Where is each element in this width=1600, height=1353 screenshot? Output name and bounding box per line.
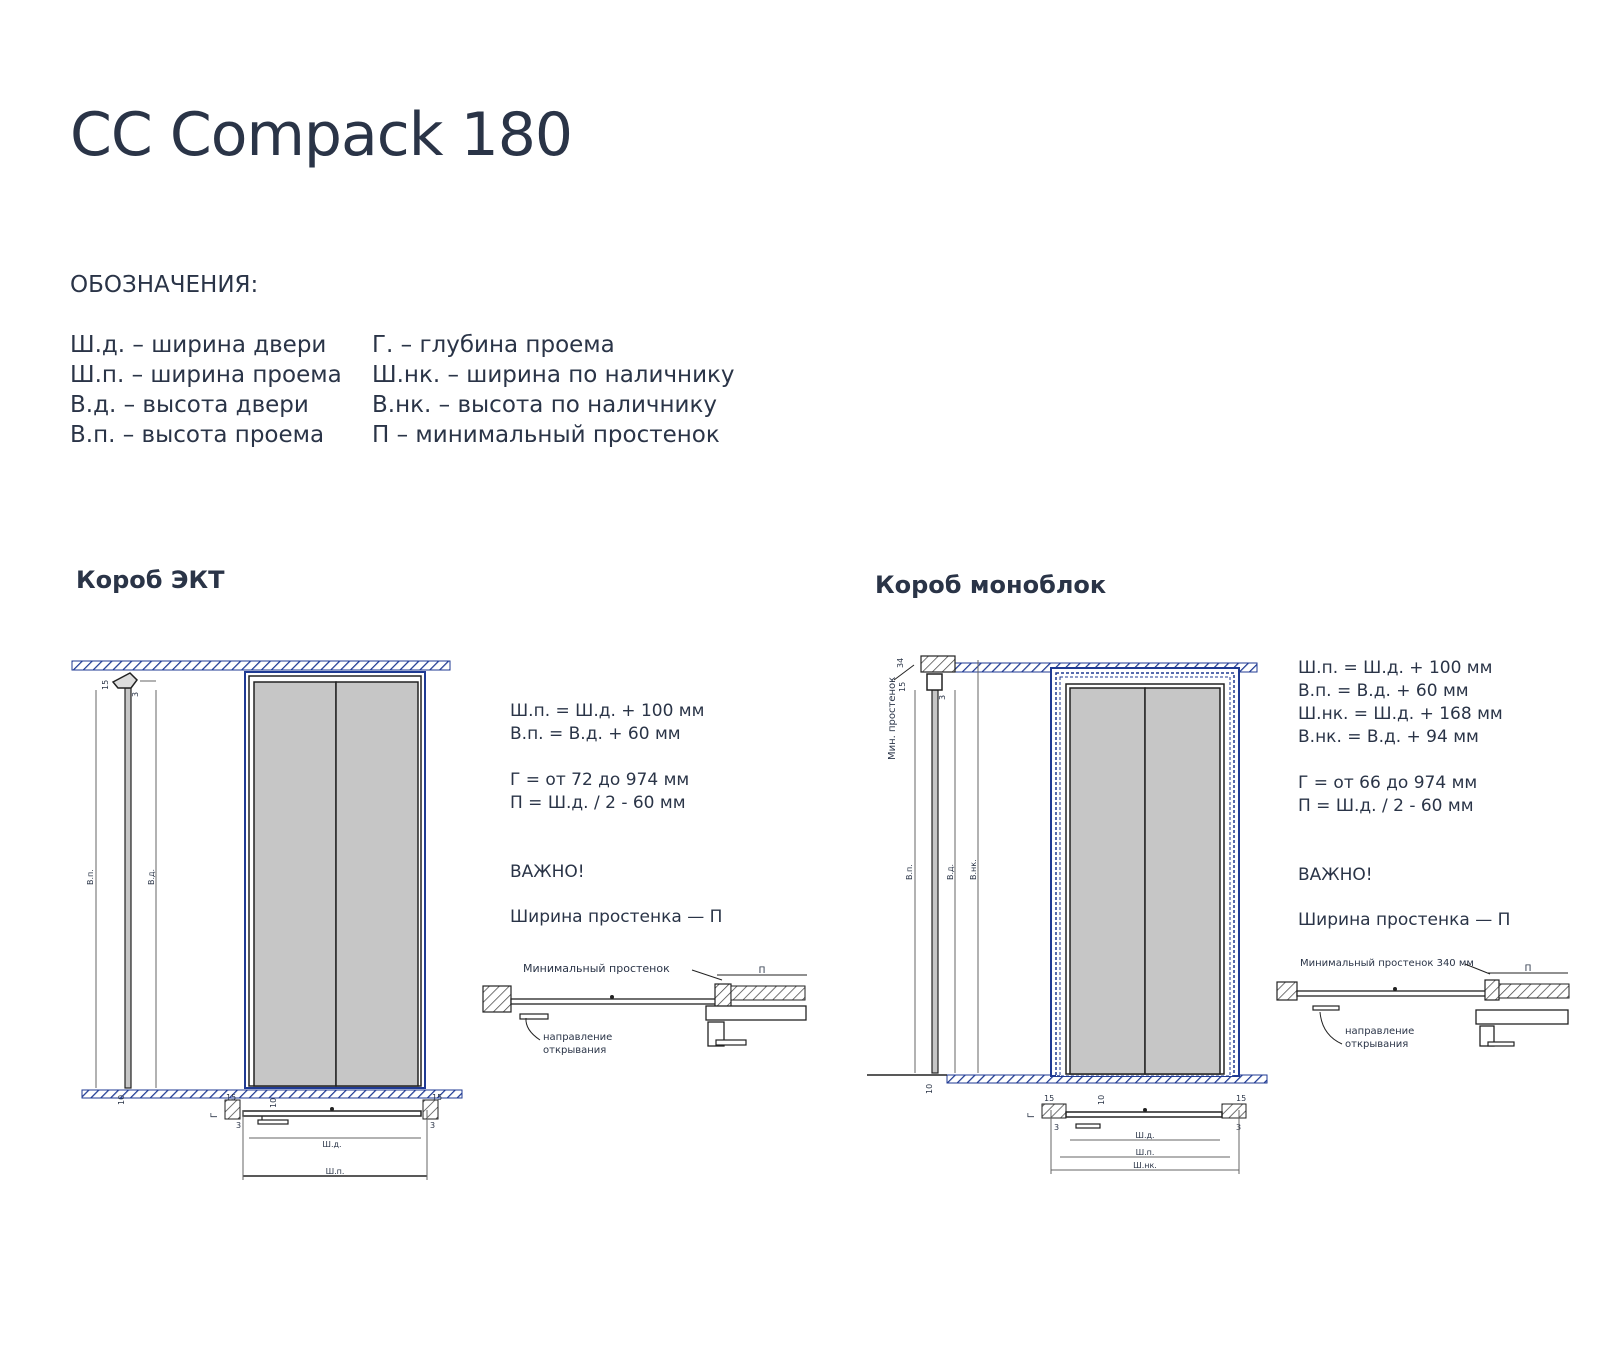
- mono-door-left-leaf: [1069, 687, 1146, 1075]
- mono-dim-vp: В.п.: [905, 864, 914, 880]
- mono-formula-opening-width: Ш.п. = Ш.д. + 100 мм: [1298, 658, 1493, 678]
- mono-section-title: Короб моноблок: [875, 571, 1107, 599]
- mono-formula-casing-width: Ш.нк. = Ш.д. + 168 мм: [1298, 704, 1503, 724]
- mono-side-section: [931, 689, 939, 1074]
- ekt-dim-10-plan: 10: [269, 1098, 278, 1108]
- legend-column-1: Ш.д. – ширина двери Ш.п. – ширина проема…: [70, 330, 342, 450]
- ekt-dim-vp: В.п.: [86, 869, 95, 885]
- ekt-side-head: [111, 672, 138, 689]
- legend-item: В.д. – высота двери: [70, 392, 309, 418]
- ekt-dim-3-left: 3: [236, 1121, 241, 1130]
- mono-formula-casing-height: В.нк. = В.д. + 94 мм: [1298, 727, 1479, 747]
- ekt-dim-p: П: [759, 966, 766, 976]
- mono-important: ВАЖНО!: [1298, 865, 1373, 885]
- page-title: CC Compack 180: [70, 100, 573, 170]
- mono-min-wall-vertical: Мин. простенок: [887, 677, 898, 760]
- mono-dim-3-left: 3: [1054, 1123, 1059, 1132]
- mono-formulas: Ш.п. = Ш.д. + 100 мм В.п. = В.д. + 60 мм…: [1298, 657, 1510, 932]
- mono-dim-34: 34: [896, 658, 905, 668]
- mono-dim-shd: Ш.д.: [1135, 1131, 1154, 1140]
- ekt-side-section: [124, 687, 132, 1089]
- legend-item: В.нк. – высота по наличнику: [372, 392, 717, 418]
- ekt-formula-opening-width: Ш.п. = Ш.д. + 100 мм: [510, 701, 705, 721]
- ekt-dim-shd: Ш.д.: [322, 1140, 341, 1149]
- ekt-direction-label-1: направление: [543, 1032, 612, 1043]
- legend-column-2: Г. – глубина проема Ш.нк. – ширина по на…: [372, 330, 735, 450]
- mono-direction-label-2: открывания: [1345, 1039, 1408, 1050]
- ekt-dim-15-top: 15: [101, 680, 110, 690]
- mono-dim-15-left: 15: [1044, 1094, 1054, 1103]
- legend-item: П – минимальный простенок: [372, 422, 720, 448]
- ekt-important: ВАЖНО!: [510, 862, 585, 882]
- mono-plan-track: [1065, 1111, 1223, 1118]
- ekt-wall-note: Ширина простенка — П: [510, 907, 723, 927]
- mono-wall-note: Ширина простенка — П: [1298, 910, 1511, 930]
- ekt-formula-opening-height: В.п. = В.д. + 60 мм: [510, 724, 681, 744]
- ekt-dim-3-right: 3: [430, 1121, 435, 1130]
- ekt-dim-shp: Ш.п.: [326, 1167, 345, 1176]
- mono-dim-3-top: 3: [938, 695, 947, 700]
- ekt-formula-depth: Г = от 72 до 974 мм: [510, 770, 690, 790]
- mono-dim-shnk: Ш.нк.: [1133, 1161, 1157, 1170]
- legend-item: Г. – глубина проема: [372, 332, 615, 358]
- ekt-plan-track: [242, 1110, 422, 1117]
- ekt-dim-15-left: 15: [226, 1093, 236, 1102]
- mono-formula-opening-height: В.п. = В.д. + 60 мм: [1298, 681, 1469, 701]
- ekt-door-left-leaf: [253, 681, 337, 1087]
- ekt-dim-vd: В.д.: [147, 869, 156, 885]
- mono-direction-label-1: направление: [1345, 1026, 1414, 1037]
- ekt-direction-label-2: открывания: [543, 1045, 606, 1056]
- legend-item: Ш.нк. – ширина по наличнику: [372, 362, 735, 388]
- mono-dim-vnk: В.нк.: [969, 859, 978, 880]
- mono-door-right-leaf: [1144, 687, 1221, 1075]
- ekt-section-title: Короб ЭКТ: [76, 566, 225, 594]
- legend-item: В.п. – высота проема: [70, 422, 325, 448]
- ekt-dim-10-bottom: 10: [117, 1095, 126, 1105]
- mono-min-wall-label: Минимальный простенок 340 мм: [1300, 958, 1474, 969]
- legend-item: Ш.д. – ширина двери: [70, 332, 327, 358]
- ekt-dim-3-top: 3: [131, 692, 140, 697]
- mono-dim-10-bottom: 10: [925, 1084, 934, 1094]
- legend-item: Ш.п. – ширина проема: [70, 362, 342, 388]
- ekt-formula-wall: П = Ш.д. / 2 - 60 мм: [510, 793, 686, 813]
- mono-dim-15-right: 15: [1236, 1094, 1246, 1103]
- mono-dim-shp: Ш.п.: [1136, 1148, 1155, 1157]
- ekt-drawing: В.п. В.д. 15 3 10 15 15 10 3 3 Г Ш.д. Ш.…: [71, 660, 807, 1180]
- mono-formula-depth: Г = от 66 до 974 мм: [1298, 773, 1478, 793]
- ekt-min-wall-label: Минимальный простенок: [523, 962, 670, 975]
- legend-heading: ОБОЗНАЧЕНИЯ:: [70, 272, 259, 298]
- ekt-floor: [81, 1089, 463, 1099]
- ekt-door-right-leaf: [335, 681, 419, 1087]
- mono-drawing: В.п. В.д. В.нк. 34 15 3 10 Мин. простено…: [867, 655, 1570, 1174]
- mono-dim-p: П: [1525, 964, 1532, 974]
- ekt-top-wall: [71, 660, 451, 671]
- mono-dim-vd: В.д.: [946, 864, 955, 880]
- ekt-dim-g: Г: [210, 1113, 220, 1119]
- ekt-dim-15-right: 15: [432, 1093, 442, 1102]
- mono-dim-g: Г: [1027, 1113, 1037, 1119]
- mono-formula-wall: П = Ш.д. / 2 - 60 мм: [1298, 796, 1474, 816]
- ekt-formulas: Ш.п. = Ш.д. + 100 мм В.п. = В.д. + 60 мм…: [510, 700, 722, 929]
- mono-dim-10-plan: 10: [1097, 1095, 1106, 1105]
- mono-dim-15-top: 15: [898, 682, 907, 692]
